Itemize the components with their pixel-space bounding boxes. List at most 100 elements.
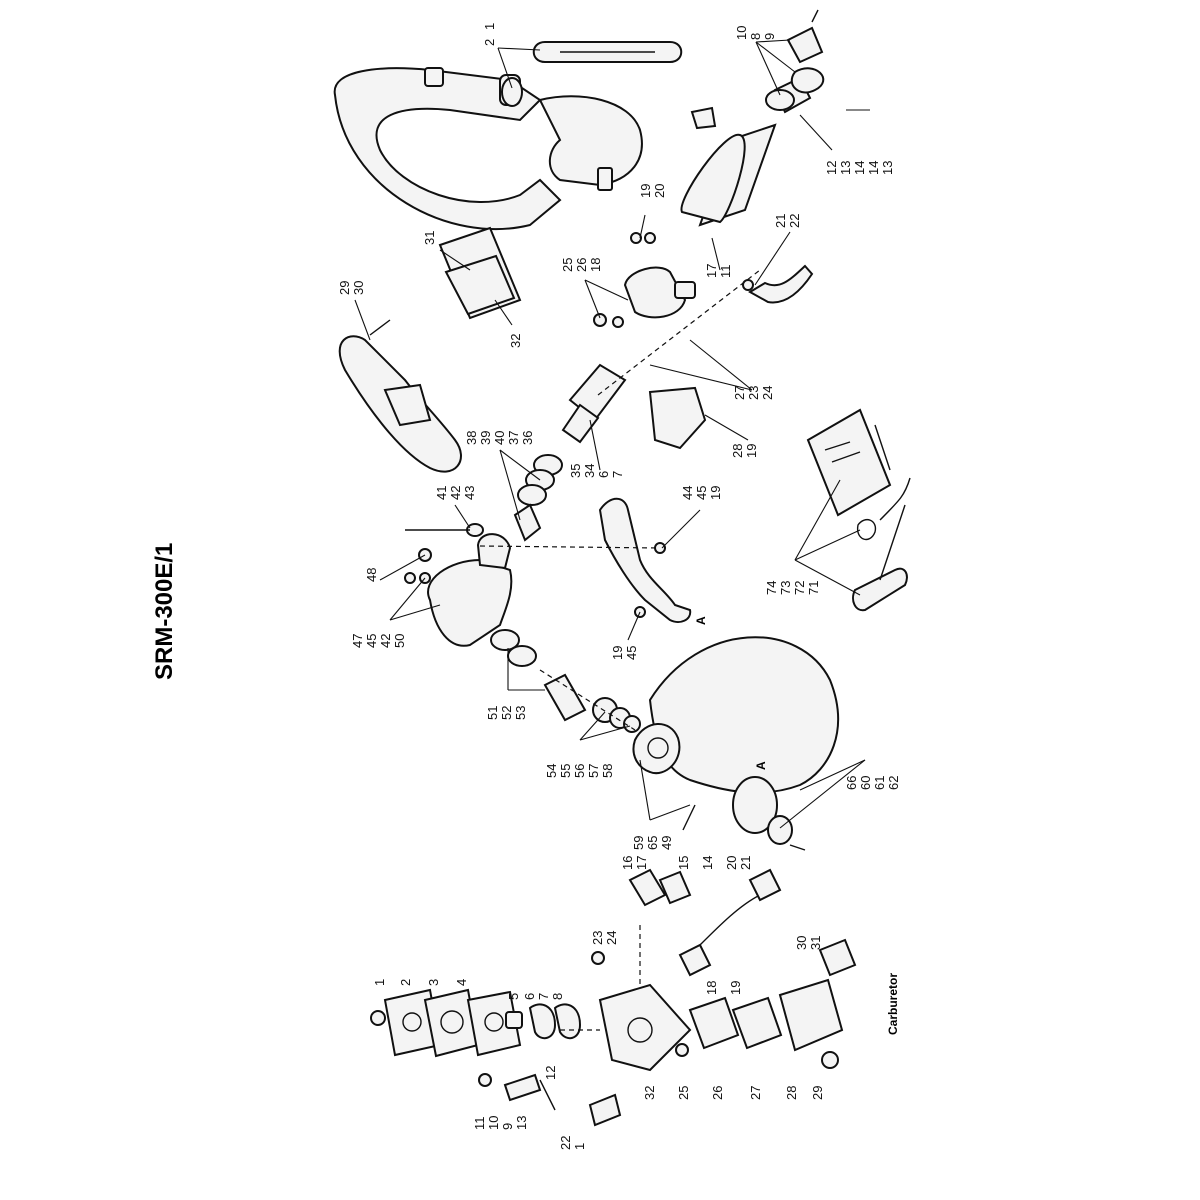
- carb-label-18: 18: [704, 981, 719, 995]
- label-38: 38: [464, 431, 479, 445]
- label-2: 2: [482, 39, 497, 46]
- label-66: 66: [844, 776, 859, 790]
- label-9: 9: [762, 33, 777, 40]
- carb-label-12: 12: [543, 1066, 558, 1080]
- carb-label-14: 14: [700, 856, 715, 870]
- carb-label-4: 4: [454, 979, 469, 986]
- carb-label-25: 25: [676, 1086, 691, 1100]
- label-48: 48: [364, 568, 379, 582]
- label-17: 17: [704, 264, 719, 278]
- carburetor-exploded: [370, 868, 857, 1127]
- label-1: 1: [482, 23, 497, 30]
- carb-label-9: 9: [500, 1123, 515, 1130]
- leader-lines: [354, 39, 870, 829]
- tool-kit: [806, 408, 911, 612]
- throttle-grip: [680, 9, 825, 227]
- label-12: 12: [824, 161, 839, 175]
- shoulder-harness: [333, 67, 643, 230]
- carb-label-11: 11: [472, 1117, 487, 1131]
- label-23: 23: [746, 386, 761, 400]
- label-28: 28: [730, 444, 745, 458]
- carb-label-24: 24: [604, 931, 619, 945]
- label-36: 36: [520, 431, 535, 445]
- decal-plates: [438, 226, 522, 320]
- label-19a: 19: [638, 184, 653, 198]
- carb-label-19: 19: [728, 981, 743, 995]
- label-53: 53: [513, 706, 528, 720]
- label-6: 6: [596, 471, 611, 478]
- label-57: 57: [586, 764, 601, 778]
- blade-guard: [632, 636, 839, 794]
- label-21: 21: [773, 214, 788, 228]
- carb-label-20: 20: [724, 856, 739, 870]
- carb-label-32: 32: [642, 1086, 657, 1100]
- carb-label-6: 6: [522, 993, 537, 1000]
- label-42b: 42: [378, 634, 393, 648]
- carb-label-28: 28: [784, 1086, 799, 1100]
- gear-shaft-parts: [539, 669, 641, 733]
- label-59: 59: [631, 836, 646, 850]
- label-35: 35: [568, 464, 583, 478]
- shaft-mount-bracket: [648, 386, 707, 450]
- carb-label-8: 8: [550, 993, 565, 1000]
- carb-label-2: 2: [398, 979, 413, 986]
- label-39: 39: [478, 431, 493, 445]
- label-61: 61: [872, 776, 887, 790]
- carb-label-15: 15: [676, 856, 691, 870]
- label-71: 71: [806, 581, 821, 595]
- label-45c: 45: [624, 646, 639, 660]
- carb-label-3: 3: [426, 979, 441, 986]
- label-19d: 19: [610, 646, 625, 660]
- part-number-labels: 1 2 10 8 9 12 13 14 14 13 19 20 21 22 17…: [337, 23, 901, 850]
- section-mark-upper: A: [694, 616, 708, 625]
- carb-label-16: 16: [620, 856, 635, 870]
- label-62: 62: [886, 776, 901, 790]
- label-13a: 13: [838, 161, 853, 175]
- label-73: 73: [778, 581, 793, 595]
- label-54: 54: [544, 764, 559, 778]
- label-40: 40: [492, 431, 507, 445]
- label-14b: 14: [866, 161, 881, 175]
- model-title: SRM-300E/1: [151, 543, 178, 680]
- label-13b: 13: [880, 161, 895, 175]
- label-7: 7: [610, 471, 625, 478]
- label-20a: 20: [652, 184, 667, 198]
- carb-label-27: 27: [748, 1086, 763, 1100]
- label-25: 25: [560, 258, 575, 272]
- label-58: 58: [600, 764, 615, 778]
- label-37: 37: [506, 431, 521, 445]
- label-14a: 14: [852, 161, 867, 175]
- label-26: 26: [574, 258, 589, 272]
- label-44: 44: [680, 486, 695, 500]
- gearcase: [404, 523, 537, 667]
- handle-clamp: [593, 232, 814, 328]
- harness-pad: [532, 41, 683, 63]
- carb-label-5: 5: [506, 993, 521, 1000]
- label-19c: 19: [708, 486, 723, 500]
- carb-label-31: 31: [808, 936, 823, 950]
- label-50: 50: [392, 634, 407, 648]
- label-45b: 45: [364, 634, 379, 648]
- label-29: 29: [337, 281, 352, 295]
- carb-label-22: 22: [558, 1136, 573, 1150]
- label-32: 32: [508, 334, 523, 348]
- label-22: 22: [787, 214, 802, 228]
- label-24: 24: [760, 386, 775, 400]
- label-49: 49: [659, 836, 674, 850]
- carb-label-1a: 1: [372, 979, 387, 986]
- carb-label-1b: 1: [572, 1143, 587, 1150]
- carb-label-21: 21: [738, 856, 753, 870]
- label-31: 31: [422, 231, 437, 245]
- label-51: 51: [485, 706, 500, 720]
- label-43: 43: [462, 486, 477, 500]
- label-30: 30: [351, 281, 366, 295]
- label-65: 65: [645, 836, 660, 850]
- label-47: 47: [350, 634, 365, 648]
- section-mark-lower: A: [754, 761, 768, 770]
- label-41: 41: [434, 486, 449, 500]
- label-27: 27: [732, 386, 747, 400]
- label-74: 74: [764, 581, 779, 595]
- carb-label-23: 23: [590, 931, 605, 945]
